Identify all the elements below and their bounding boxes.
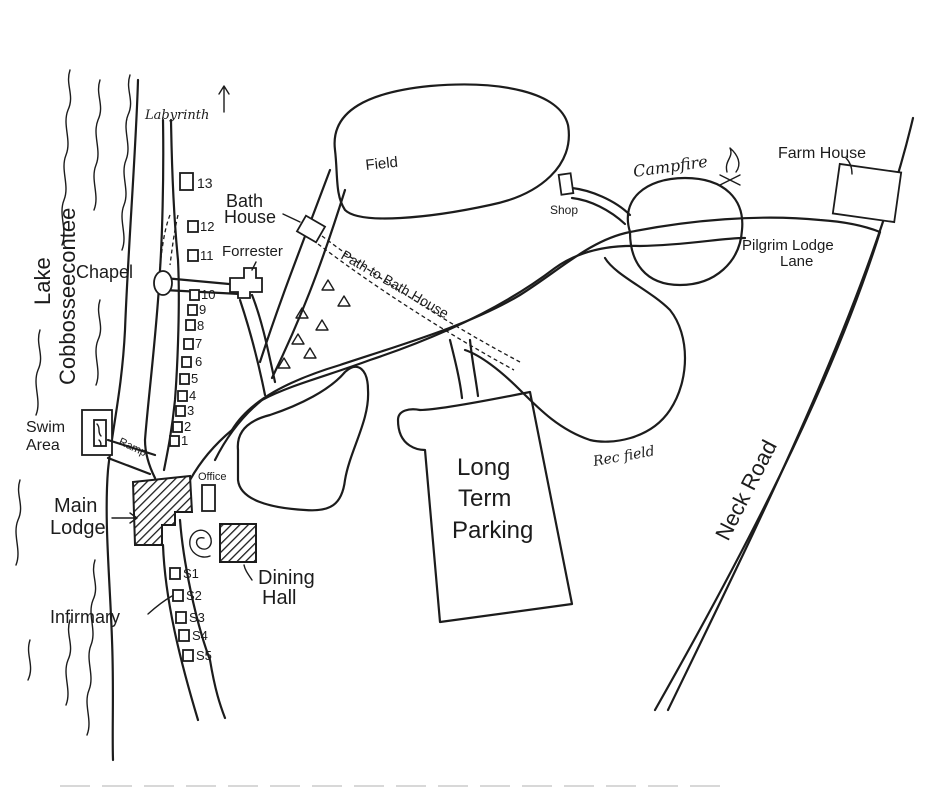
long-term-parking-label-3: Parking bbox=[452, 517, 533, 544]
bath-house-label-1: Bath bbox=[226, 191, 263, 211]
field-label: Field bbox=[365, 154, 399, 174]
dining-hall-label-2: Hall bbox=[262, 587, 296, 609]
cabin-4-label: 4 bbox=[189, 388, 196, 403]
cabin-7-label: 7 bbox=[195, 336, 202, 351]
lake-waves bbox=[15, 69, 132, 736]
south-trail-west bbox=[161, 543, 200, 722]
dining-hall-arrow bbox=[243, 564, 253, 581]
farm-house-arrow bbox=[845, 157, 853, 175]
lake-label-line1: Lake bbox=[30, 257, 55, 305]
pilgrim-lodge-lane-south bbox=[260, 236, 747, 402]
bathhouse-road-west bbox=[258, 168, 332, 364]
main-lodge-building bbox=[131, 474, 194, 546]
cabin-s2-label: S2 bbox=[186, 588, 202, 603]
chapel-path bbox=[162, 276, 242, 296]
long-term-parking-label-1: Long bbox=[457, 454, 510, 481]
dining-hall-label-1: Dining bbox=[258, 567, 315, 589]
cabin-1-label: 1 bbox=[181, 433, 188, 448]
chapel-label: Chapel bbox=[76, 262, 133, 282]
bath-house-label-2: House bbox=[224, 207, 276, 227]
south-cabin-markers bbox=[169, 567, 194, 662]
pilgrim-lodge-lane-north bbox=[230, 216, 882, 432]
forrester-building bbox=[229, 267, 263, 299]
office-label: Office bbox=[198, 471, 227, 483]
path-to-bath-house-label: Path to Bath House bbox=[339, 247, 452, 322]
labyrinth-arrow bbox=[218, 85, 230, 113]
cabin-9-label: 9 bbox=[199, 302, 206, 317]
rec-field-loop bbox=[463, 256, 686, 443]
cabin-5-label: 5 bbox=[191, 371, 198, 386]
path-to-bath-house-line bbox=[321, 235, 521, 363]
dining-hall-building bbox=[219, 523, 257, 563]
ramp-label: Ramp bbox=[117, 436, 149, 459]
cabin-2-label: 2 bbox=[184, 419, 191, 434]
bathhouse-road-east bbox=[270, 188, 347, 380]
cabin-12-label: 12 bbox=[200, 219, 214, 234]
parking-access-east bbox=[468, 338, 480, 398]
bath-house-arrow bbox=[282, 213, 301, 223]
cabin-11-label: 11 bbox=[200, 248, 214, 263]
spiral-garden bbox=[189, 529, 212, 558]
chapel-building bbox=[153, 270, 173, 296]
labyrinth-label: Labyrinth bbox=[144, 108, 209, 123]
path-to-bath-house-line-2 bbox=[317, 243, 515, 371]
lake-label-line2: Cobbosseecontee bbox=[55, 208, 80, 385]
cabin-s3-label: S3 bbox=[189, 610, 205, 625]
campfire-loop bbox=[626, 176, 744, 287]
cabin-markers bbox=[169, 172, 200, 447]
main-lodge-label-2: Lodge bbox=[50, 517, 106, 539]
office-building bbox=[201, 484, 216, 512]
field-area bbox=[333, 83, 570, 220]
shop-label: Shop bbox=[550, 203, 578, 217]
forrester-road-west bbox=[238, 298, 267, 397]
infirmary-arrow bbox=[147, 595, 173, 615]
cabin-8-label: 8 bbox=[197, 318, 204, 333]
forrester-road-east bbox=[250, 293, 277, 384]
main-trail-east bbox=[162, 118, 180, 472]
swim-area-label-2: Area bbox=[26, 437, 60, 454]
cabin-10-label: 10 bbox=[201, 287, 215, 302]
forrester-label: Forrester bbox=[222, 243, 283, 260]
main-lodge-arrow bbox=[111, 512, 138, 524]
lodge-lawn bbox=[236, 365, 370, 512]
campfire-label: Campfire bbox=[632, 152, 709, 181]
cabin-6-label: 6 bbox=[195, 354, 202, 369]
farm-house-building bbox=[831, 162, 903, 224]
shoreline bbox=[105, 78, 140, 762]
south-trail-east bbox=[178, 518, 227, 720]
infirmary-label: Infirmary bbox=[50, 607, 120, 627]
rec-field-label: Rec field bbox=[591, 443, 656, 470]
bath-house-building bbox=[295, 214, 327, 244]
pilgrim-lodge-lane-label-2: Lane bbox=[780, 253, 813, 270]
swim-area-label-1: Swim bbox=[26, 419, 65, 436]
cabin-s5-label: S5 bbox=[196, 648, 212, 663]
cabin-3-label: 3 bbox=[187, 403, 194, 418]
main-trail-west bbox=[143, 118, 165, 480]
main-lodge-label-1: Main bbox=[54, 495, 97, 517]
parking-access-west bbox=[448, 338, 464, 400]
cabin-s1-label: S1 bbox=[183, 566, 199, 581]
neck-road-label: Neck Road bbox=[710, 436, 782, 544]
forrester-arrow bbox=[251, 261, 257, 271]
long-term-parking-lot bbox=[396, 390, 574, 624]
farm-house-label: Farm House bbox=[778, 145, 866, 162]
cabin-s4-label: S4 bbox=[192, 628, 208, 643]
long-term-parking-label-2: Term bbox=[458, 485, 511, 512]
swim-area-dock bbox=[81, 409, 113, 456]
shop-building bbox=[557, 172, 575, 196]
cabin-13-label: 13 bbox=[197, 175, 213, 191]
ramp-path bbox=[106, 438, 157, 476]
campfire-icon bbox=[719, 147, 741, 186]
pilgrim-lodge-lane-label-1: Pilgrim Lodge bbox=[742, 237, 834, 254]
tent-sites bbox=[277, 279, 351, 369]
shop-path bbox=[570, 186, 632, 226]
lodge-road-outer bbox=[188, 398, 264, 482]
